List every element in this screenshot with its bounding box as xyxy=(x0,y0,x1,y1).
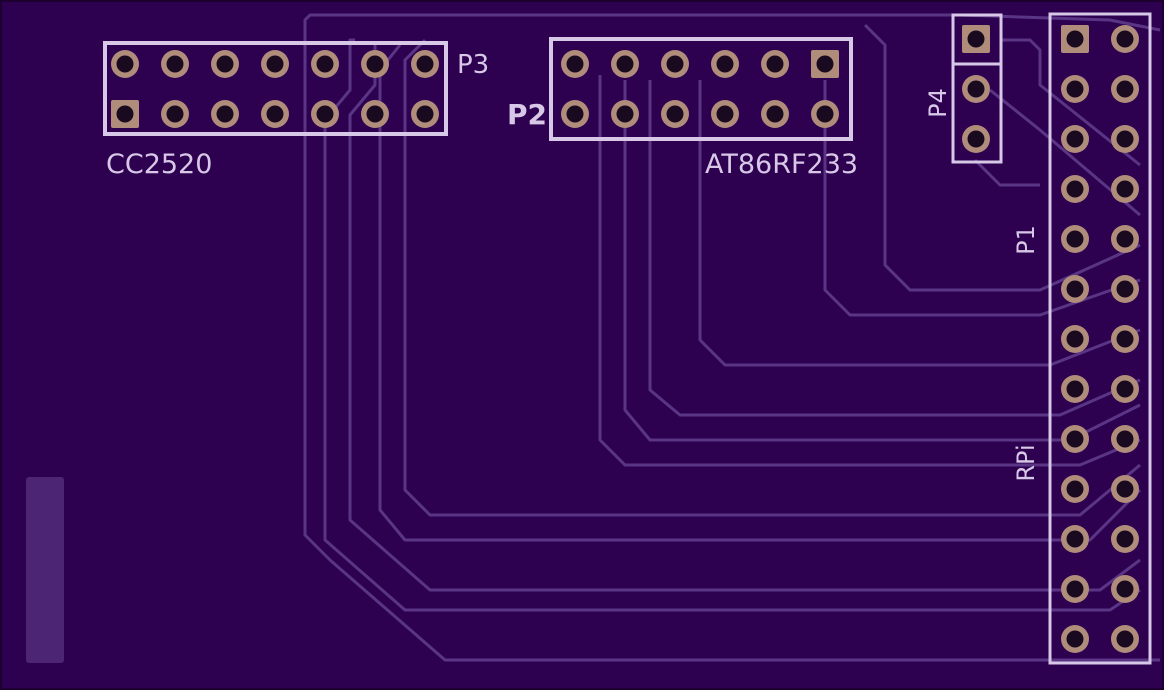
connector-ref-label: P4 xyxy=(924,88,952,118)
connector-p4: P4 xyxy=(924,13,1003,164)
pin-hole xyxy=(1066,230,1084,248)
pin-hole xyxy=(366,55,384,73)
pin-hole xyxy=(616,55,634,73)
pin-hole xyxy=(1066,330,1084,348)
trace xyxy=(598,75,1141,467)
pin-hole xyxy=(1066,430,1084,448)
pin-hole xyxy=(1116,30,1134,48)
pin-hole xyxy=(666,105,684,123)
connector-value-label: RPi xyxy=(1012,444,1040,481)
pin-hole xyxy=(967,130,985,148)
pin-hole xyxy=(566,55,584,73)
pin-hole xyxy=(666,55,684,73)
pin-hole xyxy=(416,55,434,73)
trace xyxy=(989,88,1141,217)
pin-hole xyxy=(616,105,634,123)
pin-hole xyxy=(967,30,985,48)
pin-hole xyxy=(1066,180,1084,198)
trace xyxy=(648,80,1141,417)
trace xyxy=(863,23,1141,292)
trace xyxy=(303,13,1161,55)
pin-hole xyxy=(1066,130,1084,148)
pin-hole xyxy=(1116,480,1134,498)
pin-hole xyxy=(1116,580,1134,598)
pin-hole xyxy=(716,105,734,123)
connector-value-label: AT86RF233 xyxy=(705,149,858,180)
pin-hole xyxy=(316,55,334,73)
pin-hole xyxy=(366,105,384,123)
pin-hole xyxy=(816,105,834,123)
connector-ref-label: P2 xyxy=(507,98,547,131)
pin-hole xyxy=(216,105,234,123)
connector-outline xyxy=(951,13,1003,164)
pin-hole xyxy=(116,105,134,123)
pin-hole xyxy=(1066,480,1084,498)
trace xyxy=(348,45,1141,592)
silkscreen-bar xyxy=(26,477,64,663)
trace xyxy=(973,158,1040,187)
connector-outline xyxy=(103,41,448,136)
trace xyxy=(823,80,1141,317)
pin-hole xyxy=(1116,180,1134,198)
pin-hole xyxy=(566,105,584,123)
connector-ref-label: P3 xyxy=(457,50,489,80)
copper-traces xyxy=(303,13,1161,662)
pin-hole xyxy=(1066,580,1084,598)
connector-p1: P1 RPi xyxy=(1012,12,1152,665)
trace xyxy=(303,55,1160,662)
pin-hole xyxy=(1066,30,1084,48)
pin-group xyxy=(111,50,439,128)
pin-hole xyxy=(1116,530,1134,548)
pin-hole xyxy=(1066,630,1084,648)
pin-hole xyxy=(266,55,284,73)
trace xyxy=(698,80,1141,367)
pin-hole xyxy=(1116,380,1134,398)
pin-hole xyxy=(1116,80,1134,98)
pin-hole xyxy=(166,55,184,73)
pin-hole xyxy=(1066,280,1084,298)
pin-hole xyxy=(316,105,334,123)
pin-hole xyxy=(416,105,434,123)
trace xyxy=(403,38,1141,517)
pin-group xyxy=(962,25,990,153)
pin-group xyxy=(1061,25,1139,653)
connector-outline xyxy=(549,37,853,141)
connector-p2: P2 AT86RF233 xyxy=(507,37,858,180)
pin-group xyxy=(561,50,839,128)
pin-hole xyxy=(1066,530,1084,548)
connector-value-label: CC2520 xyxy=(106,149,212,180)
pin-hole xyxy=(1066,80,1084,98)
trace xyxy=(323,38,1141,612)
pin-hole xyxy=(967,80,985,98)
pin-hole xyxy=(766,105,784,123)
trace xyxy=(1000,38,1141,167)
pin-hole xyxy=(116,55,134,73)
connector-ref-label: P1 xyxy=(1012,225,1040,255)
pin-hole xyxy=(166,105,184,123)
pin-hole xyxy=(266,105,284,123)
trace xyxy=(623,80,1141,442)
pin-hole xyxy=(1116,330,1134,348)
pin-hole xyxy=(766,55,784,73)
pin-hole xyxy=(1066,380,1084,398)
pin-hole xyxy=(716,55,734,73)
connector-p3: P3 CC2520 xyxy=(103,41,489,180)
pin-hole xyxy=(216,55,234,73)
pin-hole xyxy=(1116,630,1134,648)
pin-hole xyxy=(816,55,834,73)
pin-hole xyxy=(1116,130,1134,148)
pin-hole xyxy=(1116,230,1134,248)
pin-hole xyxy=(1116,430,1134,448)
pin-hole xyxy=(1116,280,1134,298)
connector-outline xyxy=(1048,12,1152,665)
